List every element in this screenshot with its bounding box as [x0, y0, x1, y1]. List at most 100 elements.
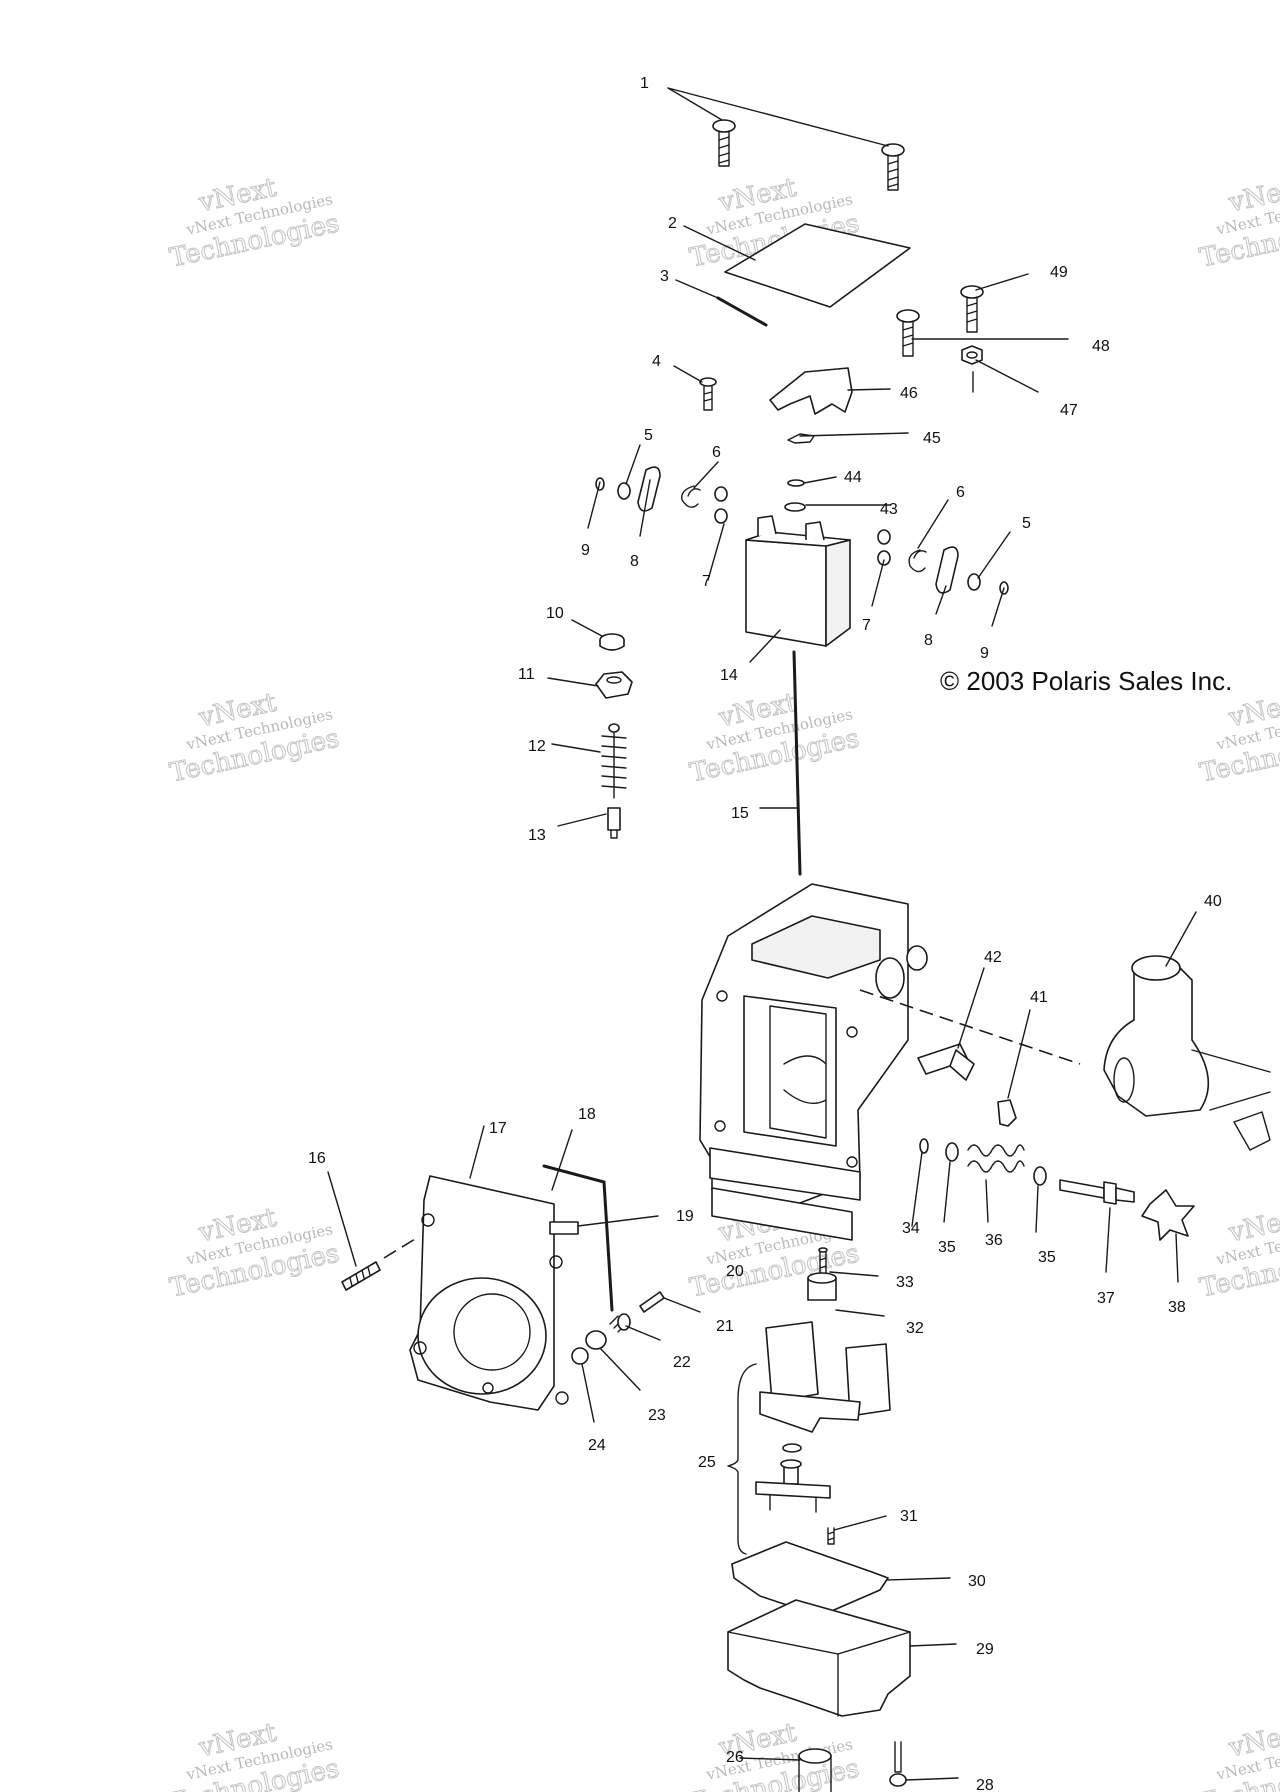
callout-40: 40 — [1204, 893, 1222, 910]
callout-24: 24 — [588, 1437, 606, 1454]
part-29-float-bowl — [727, 1599, 911, 1717]
callout-8: 8 — [630, 553, 639, 570]
callout-44: 44 — [844, 469, 862, 486]
part-43-o-ring — [784, 502, 806, 512]
copyright-text: © 2003 Polaris Sales Inc. — [940, 666, 1232, 696]
part-7-collar-right — [877, 529, 891, 566]
callout-31: 31 — [900, 1508, 918, 1525]
part-46-bracket — [769, 367, 853, 415]
callout-10: 10 — [546, 605, 564, 622]
callout-19: 19 — [676, 1208, 694, 1225]
part-4-screw — [699, 377, 717, 411]
callout-7: 7 — [702, 573, 711, 590]
part-14-throttle-slide — [745, 515, 851, 647]
part-49-screw — [960, 285, 984, 333]
callout-9: 9 — [581, 542, 590, 559]
part-23-washer — [585, 1330, 607, 1350]
callout-41: 41 — [1030, 989, 1048, 1006]
part-12-spring — [601, 723, 627, 799]
callout-30: 30 — [968, 1573, 986, 1590]
watermark: vNext vNext Technologies Technologies — [167, 1202, 343, 1304]
callout-16: 16 — [308, 1150, 326, 1167]
watermark: vNext vNext Technologies Technologies — [167, 687, 343, 789]
part-7-collar-left — [714, 486, 728, 524]
callout-8b: 8 — [924, 632, 933, 649]
callout-29: 29 — [976, 1641, 994, 1658]
part-47-nut — [961, 345, 983, 393]
callout-48: 48 — [1092, 338, 1110, 355]
part-25-float-assembly — [727, 1321, 891, 1555]
part-37-adjust-screw — [1059, 1179, 1135, 1205]
callout-33: 33 — [896, 1274, 914, 1291]
callout-25: 25 — [698, 1454, 716, 1471]
part-11-nut — [595, 671, 633, 699]
callout-11: 11 — [518, 666, 535, 683]
carburetor-body — [699, 883, 1081, 1241]
part-15-rod — [792, 650, 802, 876]
part-22-spring — [609, 1313, 631, 1333]
callout-15: 15 — [731, 805, 749, 822]
callout-labels: 1 2 3 4 5 6 7 8 9 10 11 12 13 14 15 16 1… — [308, 75, 1222, 1792]
watermark: vNext vNext Technologies Technologies — [167, 172, 343, 274]
callout-5b: 5 — [1022, 515, 1031, 532]
callout-38: 38 — [1168, 1299, 1186, 1316]
part-35-washer — [945, 1142, 959, 1162]
part-28-screw — [889, 1741, 907, 1787]
part-35-washer — [1033, 1166, 1047, 1186]
watermark: vNext vNext Technologies Technologies — [1197, 1717, 1280, 1792]
part-41-cap — [997, 1099, 1017, 1127]
part-33-screw — [818, 1247, 828, 1277]
callout-45: 45 — [923, 430, 941, 447]
part-2-cover-plate — [724, 223, 911, 308]
part-40-housing — [1103, 955, 1271, 1151]
leader-lines — [327, 87, 1197, 1781]
part-32-jet — [807, 1272, 837, 1301]
callout-4: 4 — [652, 353, 661, 370]
part-44-clip — [787, 479, 805, 487]
callout-1: 1 — [640, 75, 649, 92]
callout-18: 18 — [578, 1106, 596, 1123]
callout-2: 2 — [668, 215, 677, 232]
callout-12: 12 — [528, 738, 546, 755]
callout-28: 28 — [976, 1777, 994, 1792]
callout-32: 32 — [906, 1320, 924, 1337]
part-21-pin — [639, 1291, 665, 1313]
callout-23: 23 — [648, 1407, 666, 1424]
part-5-washer-right — [967, 573, 981, 591]
parts-group — [341, 119, 1271, 1792]
callout-34: 34 — [902, 1220, 920, 1237]
callout-43: 43 — [880, 501, 898, 518]
part-48-screw — [896, 309, 920, 357]
part-18-wire — [542, 1164, 614, 1312]
callout-20: 20 — [726, 1263, 744, 1280]
callout-9b: 9 — [980, 645, 989, 662]
part-10-cap — [599, 633, 625, 651]
callout-5: 5 — [644, 427, 653, 444]
watermark: vNext vNext Technologies Technologies — [1197, 172, 1280, 274]
part-38-knob — [1141, 1189, 1195, 1241]
callout-47: 47 — [1060, 402, 1078, 419]
callout-26: 26 — [726, 1749, 744, 1766]
part-1-screw — [712, 119, 905, 191]
callout-6: 6 — [712, 444, 721, 461]
callout-17: 17 — [489, 1120, 507, 1137]
part-5-washer-left — [617, 482, 631, 500]
part-8-link-right — [935, 546, 959, 594]
part-31-screw — [827, 1527, 835, 1545]
watermark: vNext vNext Technologies Technologies — [167, 1717, 343, 1792]
watermark: vNext vNext Technologies Technologies — [687, 1717, 863, 1792]
part-26-tube — [798, 1748, 832, 1792]
watermark-group: vNext vNext Technologies Technologies vN… — [167, 172, 1280, 1792]
callout-6b: 6 — [956, 484, 965, 501]
watermark: vNext vNext Technologies Technologies — [687, 687, 863, 789]
callout-3: 3 — [660, 268, 669, 285]
part-30-gasket — [731, 1541, 889, 1617]
part-6-clip-left — [681, 485, 701, 508]
callout-21: 21 — [716, 1318, 734, 1335]
part-6-clip-right — [908, 549, 927, 573]
part-42-fitting — [917, 1043, 975, 1081]
part-19-pin — [549, 1221, 579, 1235]
callout-37: 37 — [1097, 1290, 1115, 1307]
part-16-screw — [341, 1235, 421, 1291]
